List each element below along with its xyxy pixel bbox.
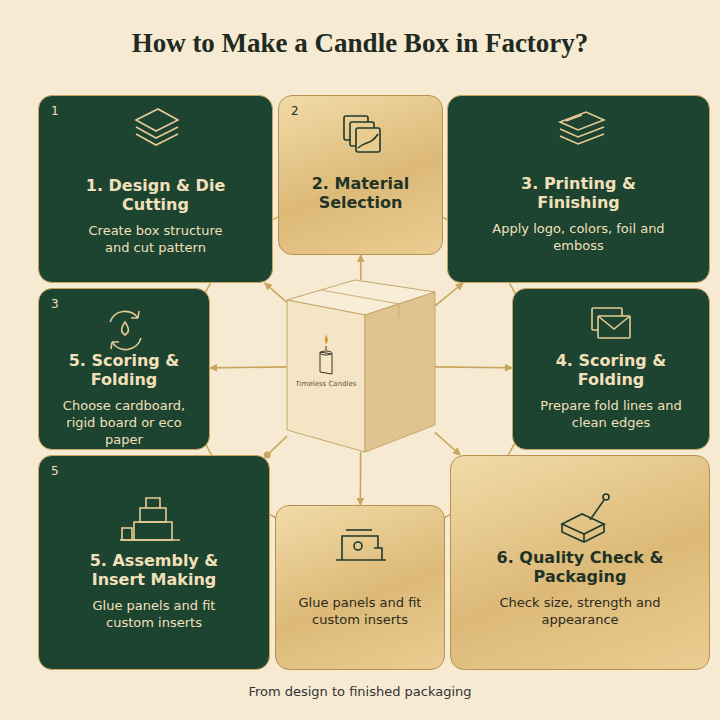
diagram-title: How to Make a Candle Box in Factory?: [0, 28, 720, 59]
step-box: 5 5. Assembly & Insert MakingGlue panels …: [38, 455, 270, 670]
flow-arrow: [360, 255, 362, 280]
step-number: 3: [51, 297, 59, 311]
printing-icon: [560, 112, 604, 144]
flow-arrow: [360, 452, 362, 505]
step-heading: 4. Scoring & Folding: [527, 351, 695, 389]
step-heading: 1. Design & Die Cutting: [81, 176, 230, 214]
step-box: 6. Quality Check & PackagingCheck size, …: [450, 455, 710, 670]
step-description: Apply logo, colors, foil and emboss: [488, 220, 669, 254]
gluing-machine-icon: [336, 530, 386, 560]
step-heading: 6. Quality Check & Packaging: [491, 548, 669, 586]
step-heading: 3. Printing & Finishing: [488, 174, 669, 212]
connector-dot: [264, 452, 271, 459]
step-number: 1: [51, 104, 59, 118]
step-number: 2: [291, 104, 299, 118]
sheets-icon: [136, 109, 178, 145]
step-description: Choose cardboard, rigid board or eco pap…: [49, 397, 199, 448]
folding-icon: [592, 308, 630, 338]
flow-arrow: [435, 366, 512, 368]
flow-arrow: [267, 436, 287, 455]
step-box: 3 5. Scoring & FoldingChoose cardboard, r…: [38, 288, 210, 450]
step-number: 5: [51, 464, 59, 478]
candle-box-illustration: [287, 280, 435, 452]
flow-arrow: [435, 432, 460, 455]
step-heading: 5. Scoring & Folding: [49, 351, 199, 389]
step-description: Create box structure and cut pattern: [81, 222, 230, 256]
quality-check-icon: [562, 494, 609, 542]
step-box: 3. Printing & FinishingApply logo, color…: [447, 95, 710, 283]
step-box: 1 1. Design & Die CuttingCreate box struc…: [38, 95, 273, 283]
diagram-caption: From design to finished packaging: [0, 684, 720, 699]
step-heading: 2. Material Selection: [297, 174, 424, 212]
step-box: 4. Scoring & FoldingPrepare fold lines a…: [512, 288, 710, 450]
recycle-icon: [110, 311, 141, 350]
flow-arrow: [210, 367, 287, 368]
step-description: Glue panels and fit custom inserts: [296, 594, 424, 628]
step-description: Prepare fold lines and clean edges: [527, 397, 695, 431]
step-description: Check size, strength and appearance: [491, 594, 669, 628]
assembly-machine-icon: [120, 498, 180, 540]
flow-arrow: [435, 283, 463, 306]
step-heading: 5. Assembly & Insert Making: [79, 551, 229, 589]
product-box: Timeless Candles: [287, 280, 435, 452]
step-box: 2 2. Material Selection: [278, 95, 443, 255]
brand-text: Timeless Candles: [291, 380, 361, 388]
material-icon: [344, 116, 380, 152]
step-box: Glue panels and fit custom inserts: [275, 505, 445, 670]
flow-arrow: [265, 283, 287, 302]
step-description: Glue panels and fit custom inserts: [79, 597, 229, 631]
